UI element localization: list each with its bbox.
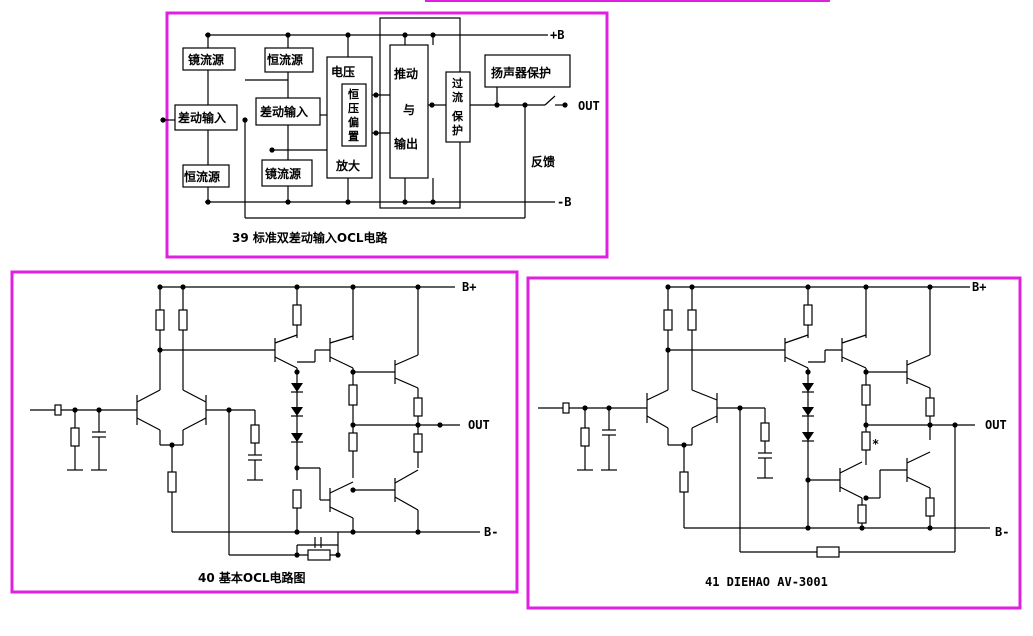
ocp-label-3: 保 [451, 109, 464, 123]
driver-label-3: 输出 [394, 136, 418, 151]
constant-source-bottom-block [182, 164, 230, 188]
fig40-out-label: OUT [468, 418, 490, 432]
fig41-star-mark: * [872, 437, 879, 451]
constant-source-top-label: 恒流源 [267, 52, 303, 67]
bias-label-3: 偏 [348, 115, 359, 129]
fig39-caption: 39 标准双差动输入OCL电路 [232, 230, 389, 245]
speaker-protect-label: 扬声器保护 [491, 65, 551, 80]
feedback-label: 反馈 [531, 154, 555, 169]
fig40-rail-positive: B+ [462, 280, 476, 294]
driver-label-1: 推动 [394, 66, 418, 81]
fig39-out-label: OUT [578, 99, 600, 113]
rail-negative-label: -B [557, 195, 571, 209]
voltage-amp-bottom-label: 放大 [335, 158, 360, 173]
bias-label-2: 压 [348, 101, 359, 115]
constant-source-top-block [264, 47, 314, 73]
mirror-source-top-block [182, 47, 236, 71]
fig40-rail-negative: B- [484, 525, 498, 539]
diff-input-left-label: 差动输入 [177, 110, 226, 125]
mirror-source-bottom-block [261, 159, 313, 187]
fig41-caption: 41 DIEHAO AV-3001 [705, 575, 828, 589]
figure-39-frame [165, 11, 609, 259]
bias-label-1: 恒 [348, 87, 359, 101]
speaker-protect-block [484, 54, 571, 88]
overcurrent-protect-block [445, 71, 471, 143]
ocp-label-2: 流 [452, 90, 463, 104]
figure-41-frame [526, 276, 1022, 610]
fig40-caption: 40 基本OCL电路图 [198, 570, 306, 585]
driver-label-2: 与 [403, 103, 415, 117]
constant-source-bottom-label: 恒流源 [184, 169, 220, 184]
bias-block [341, 83, 367, 147]
figure-39-block-diagram: +B -B [160, 11, 609, 259]
figure-41-diehao: B+ B- [526, 276, 1022, 610]
driver-output-block [389, 44, 429, 179]
diff-input-mid-label: 差动输入 [259, 104, 308, 119]
diff-input-mid-block [255, 97, 321, 126]
bias-label-4: 置 [348, 130, 359, 143]
ocp-label-1: 过 [452, 76, 463, 90]
diff-input-left-block [174, 104, 238, 131]
figure-40-basic-ocl: B+ B- [10, 270, 519, 594]
mirror-source-bottom-label: 镜流源 [265, 166, 301, 181]
mirror-source-top-label: 镜流源 [188, 52, 224, 67]
fig41-out-label: OUT [985, 418, 1007, 432]
voltage-amp-top-label: 电压 [331, 64, 355, 79]
rail-positive-label: +B [550, 28, 564, 42]
fig41-rail-positive: B+ [972, 280, 986, 294]
ocp-label-4: 护 [452, 123, 463, 137]
figure-40-frame [10, 270, 519, 594]
fig41-rail-negative: B- [995, 525, 1009, 539]
